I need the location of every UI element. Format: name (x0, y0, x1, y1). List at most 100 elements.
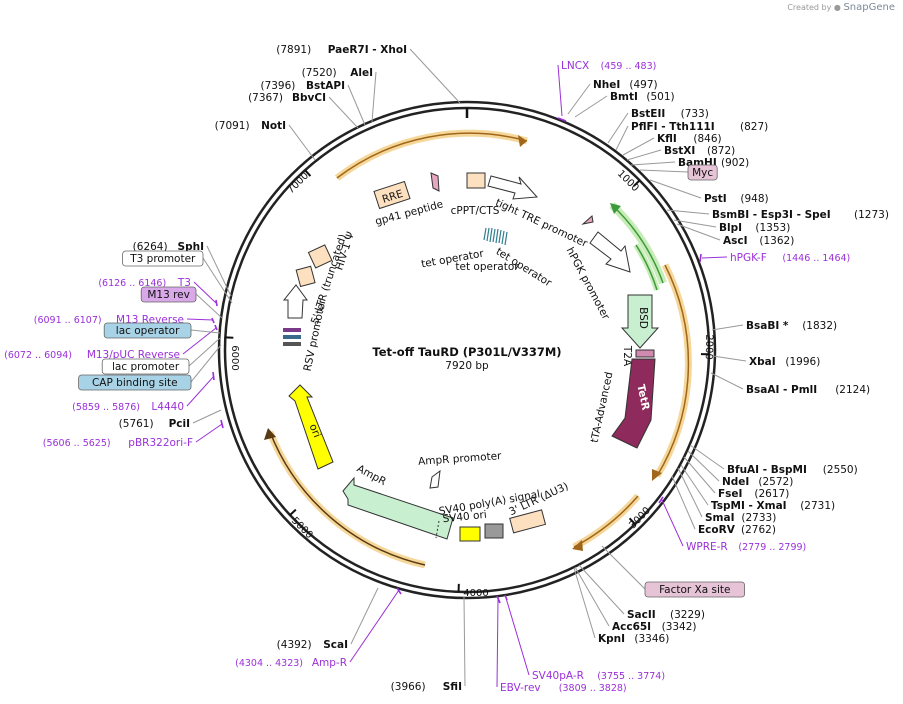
site-label[interactable]: SmaI(2733) (705, 512, 776, 524)
site-label[interactable]: BstAPI(7396) (260, 80, 345, 92)
site-pos: (1273) (854, 209, 889, 221)
site-label[interactable]: SfiI(3966) (391, 681, 462, 693)
site-label[interactable]: TspMI - XmaI(2731) (711, 500, 835, 512)
site-name: Acc65I (612, 621, 651, 633)
site-label[interactable]: BbvCI(7367) (248, 92, 326, 104)
rre-box (373, 180, 411, 210)
primer-label[interactable]: hPGK-F(1446 .. 1464) (730, 252, 850, 264)
site-label[interactable]: SacII(3229) (627, 609, 705, 621)
leader-lines (182, 48, 747, 688)
feature-box-label[interactable]: lac promoter (101, 358, 190, 375)
feature-box (687, 164, 718, 181)
feature-box-label[interactable]: M13 rev (140, 286, 197, 303)
site-label[interactable]: FseI(2617) (718, 488, 789, 500)
green-arc-1-line (611, 204, 664, 284)
tick-mark (304, 169, 312, 177)
site-name: SacII (627, 609, 656, 621)
site-label[interactable]: PflFI - Tth111I(827) (631, 121, 768, 133)
primer-label[interactable]: T3(6126 .. 6146) (98, 277, 191, 289)
feature-box-label[interactable]: Myc (687, 164, 718, 181)
tick-mark (628, 517, 636, 525)
site-label[interactable]: BstEII(733) (631, 108, 709, 120)
site-label[interactable]: BmtI(501) (610, 91, 675, 103)
primer-leader (701, 256, 728, 259)
tick-label: 4000 (463, 588, 488, 599)
tet-operator-marks (483, 227, 508, 246)
primer-name: pBR322ori-F (128, 437, 193, 449)
feature-leader (195, 293, 223, 319)
ori-label: ori (307, 422, 323, 439)
site-name: AscI (723, 235, 748, 247)
lac-marks-2 (283, 335, 301, 339)
site-label[interactable]: SphI(6264) (133, 241, 204, 253)
site-leader (574, 566, 610, 627)
primer-label[interactable]: pBR322ori-F (5606 .. 5625) (43, 437, 193, 449)
site-leader (676, 223, 721, 241)
site-label[interactable]: KflI(846) (657, 133, 722, 145)
site-label[interactable]: BsmBI - Esp3I - SpeI(1273) (712, 209, 889, 221)
site-name: SmaI (705, 512, 735, 524)
primer-label[interactable]: EBV-rev(3809 .. 3828) (500, 682, 627, 694)
site-pos: (3966) (391, 681, 426, 693)
primer-name: SV40pA-R (532, 670, 584, 682)
primer-leader (349, 589, 400, 663)
rsv-label: RSV promoter (302, 298, 329, 373)
site-label[interactable]: PciI(5761) (119, 418, 190, 430)
site-label[interactable]: EcoRV(2762) (698, 524, 776, 536)
site-label[interactable]: KpnI(3346) (598, 633, 669, 645)
primer-label[interactable]: WPRE-R(2779 .. 2799) (686, 541, 806, 553)
feature-box-label[interactable]: Factor Xa site (644, 581, 745, 598)
primer-label[interactable]: Amp-R(4304 .. 4323) (235, 657, 347, 669)
primer-label[interactable]: L4440(5859 .. 5876) (72, 401, 184, 413)
feature-box-label[interactable]: lac operator (103, 322, 192, 339)
sv40ori-box (459, 526, 481, 542)
site-leader (666, 209, 710, 215)
primer-markers (211, 117, 702, 604)
site-label[interactable]: AscI(1362) (723, 235, 794, 247)
tick-mark (289, 508, 297, 516)
primer-label[interactable]: LNCX(459 .. 483) (561, 60, 656, 72)
ampr-arrow (342, 476, 454, 540)
site-label[interactable]: BlpI(1353) (719, 222, 790, 234)
orf-arc-bottom-line (269, 431, 426, 566)
plasmid-size: 7920 bp (445, 360, 489, 372)
site-label[interactable]: BsaBI *(1832) (746, 320, 837, 332)
site-pos: (2617) (754, 488, 789, 500)
site-label[interactable]: ScaI(4392) (277, 639, 348, 651)
site-leader (712, 355, 747, 362)
orf-arc-top-head (518, 135, 527, 147)
site-leader (622, 137, 655, 156)
primer-label[interactable]: SV40pA-R (3755 .. 3774) (532, 670, 665, 682)
site-pos: (7396) (260, 80, 295, 92)
site-label[interactable]: PstI(948) (704, 193, 769, 205)
site-name: KflI (657, 133, 677, 145)
site-label[interactable]: Acc65I(3342) (612, 621, 697, 633)
site-name: KpnI (598, 633, 625, 645)
site-label[interactable]: AleI(7520) (302, 67, 373, 79)
site-label[interactable]: NotI(7091) (215, 120, 286, 132)
site-name: NdeI (722, 476, 749, 488)
site-label[interactable]: XbaI(1996) (749, 356, 820, 368)
site-name: BsaAI - PmlI (746, 384, 817, 396)
site-label[interactable]: PaeR7I - XhoI(7891) (276, 44, 407, 56)
site-name: EcoRV (698, 524, 736, 536)
snapgene-credit: Created by ● SnapGene (787, 2, 895, 13)
primer-label[interactable]: M13/pUC Reverse(6072 .. 6094) (4, 349, 180, 361)
site-label[interactable]: BfuAI - BspMI(2550) (727, 464, 858, 476)
site-name: AleI (350, 67, 373, 79)
site-label[interactable]: BsaAI - PmlI(2124) (746, 384, 870, 396)
site-leader (573, 567, 596, 639)
primer-name: EBV-rev (500, 682, 541, 694)
site-pos: (5761) (119, 418, 154, 430)
tetr-label: TetR (634, 383, 651, 411)
feature-box-label[interactable]: CAP binding site (78, 374, 192, 391)
site-label[interactable]: NheI(497) (593, 79, 658, 91)
site-label[interactable]: BstXI(872) (664, 145, 735, 157)
feature-box-label[interactable]: T3 promoter (122, 250, 204, 267)
site-leader (687, 450, 720, 482)
tick-mark (633, 179, 641, 187)
primer-pos: (3755 .. 3774) (597, 671, 665, 682)
primer-pos: (5606 .. 5625) (43, 438, 111, 449)
cppt-label: cPPT/CTS (451, 205, 500, 217)
site-label[interactable]: NdeI(2572) (722, 476, 793, 488)
